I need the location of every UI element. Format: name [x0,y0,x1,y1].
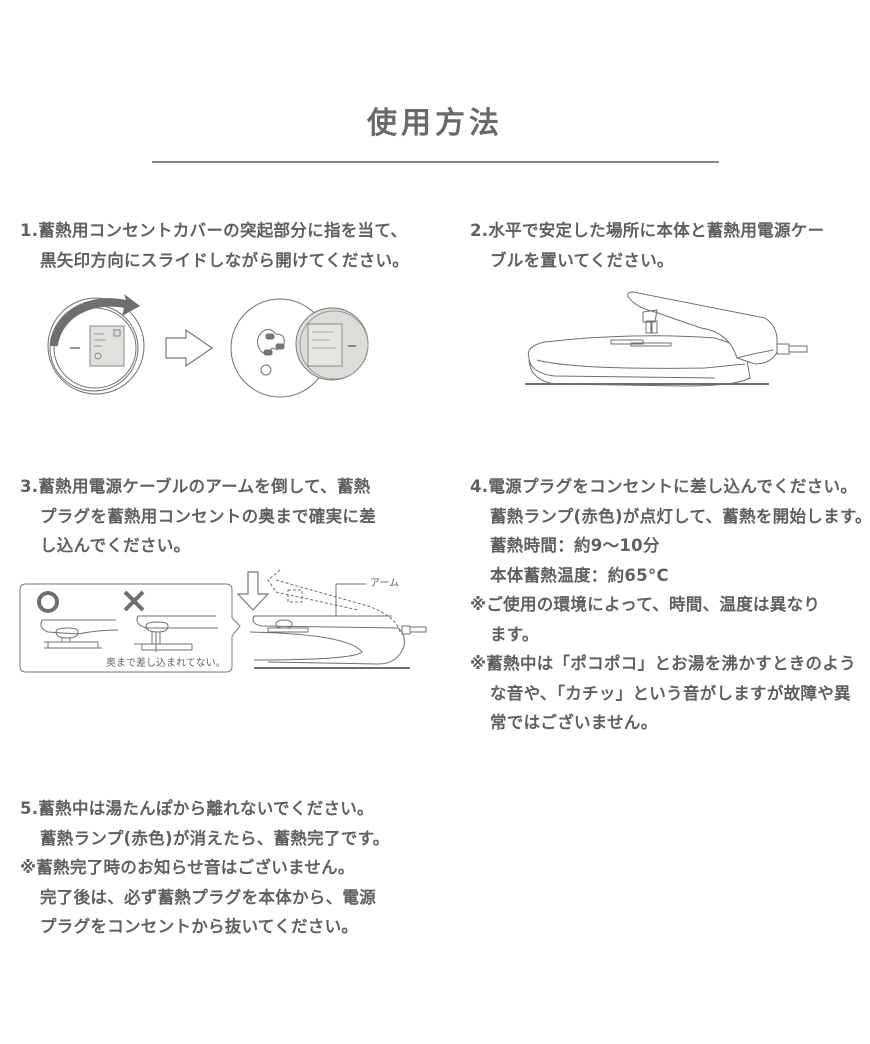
step-3-line-1: 3.蓄熱用電源ケーブルのアームを倒して、蓄熱 [20,477,371,496]
right-arrow-icon [165,328,214,368]
step-4-note-1-line-1: ※ご使用の環境によって、時間、温度は異なり [470,595,821,614]
slide-arrow-icon [50,294,140,346]
step-3-line-2: プラグを蓄熱用コンセントの奥まで確実に差 [40,506,376,526]
step-5-line-2: 蓄熱ランプ(赤色)が消えたら、蓄熱完了です。 [40,828,390,848]
step-1: 1.蓄熱用コンセントカバーの突起部分に指を当て、 黒矢印方向にスライドしながら開… [20,216,409,275]
outlet-cover-slide-diagram [40,290,370,400]
step-2-line-2: ブルを置いてください。 [490,250,674,270]
step-4-note-2-line-3: 常ではございません。 [490,713,658,732]
step-4-note-1-line-2: ます。 [490,624,539,644]
title-divider [152,161,719,163]
step-4-line-4: 本体蓄熱温度：約65°C [490,565,669,585]
open-outlet-icon [230,298,369,398]
hot-water-bottle-with-cable-diagram [515,288,815,393]
down-arrow-icon [236,571,270,611]
step-3: 3.蓄熱用電源ケーブルのアームを倒して、蓄熱 プラグを蓄熱用コンセントの奥まで確… [20,472,376,561]
plug-insertion-diagram: 奥まで差し込まれてない。 アーム [18,566,430,678]
step-4: 4.電源プラグをコンセントに差し込んでください。 蓄熱ランプ(赤色)が点灯して、… [470,472,870,738]
step-5-note-line-3: プラグをコンセントから抜いてください。 [40,917,359,936]
step-3-line-3: し込んでください。 [40,536,191,555]
step-4-line-1: 4.電源プラグをコンセントに差し込んでください。 [470,477,858,496]
step-2: 2.水平で安定した場所に本体と蓄熱用電源ケー ブルを置いてください。 [470,216,824,275]
wrong-mark-icon [123,590,145,612]
step-4-line-2: 蓄熱ランプ(赤色)が点灯して、蓄熱を開始します。 [490,506,870,526]
correct-mark-icon [37,591,59,613]
step-2-line-1: 2.水平で安定した場所に本体と蓄熱用電源ケー [470,221,825,240]
step-1-line-2: 黒矢印方向にスライドしながら開けてください。 [40,250,410,270]
closed-cover-icon [47,297,145,395]
step-1-line-1: 1.蓄熱用コンセントカバーの突起部分に指を当て、 [20,221,408,240]
step-4-line-3: 蓄熱時間：約9〜10分 [490,536,660,555]
step-5-note-line-2: 完了後は、必ず蓄熱プラグを本体から、電源 [40,887,376,907]
step-5-line-1: 5.蓄熱中は湯たんぽから離れないでください。 [20,799,374,818]
page-title: 使用方法 [367,106,503,141]
arm-label: アーム [370,577,399,589]
step-5: 5.蓄熱中は湯たんぽから離れないでください。 蓄熱ランプ(赤色)が消えたら、蓄熱… [20,794,390,942]
step-4-note-2-line-2: な音や、「カチッ」という音がしますが故障や異 [490,683,851,703]
step-5-note-line-1: ※蓄熱完了時のお知らせ音はございません。 [20,858,355,877]
wrong-caption: 奥まで差し込まれてない。 [106,656,226,669]
step-4-note-2-line-1: ※蓄熱中は「ポコポコ」とお湯を沸かすときのよう [470,654,856,673]
